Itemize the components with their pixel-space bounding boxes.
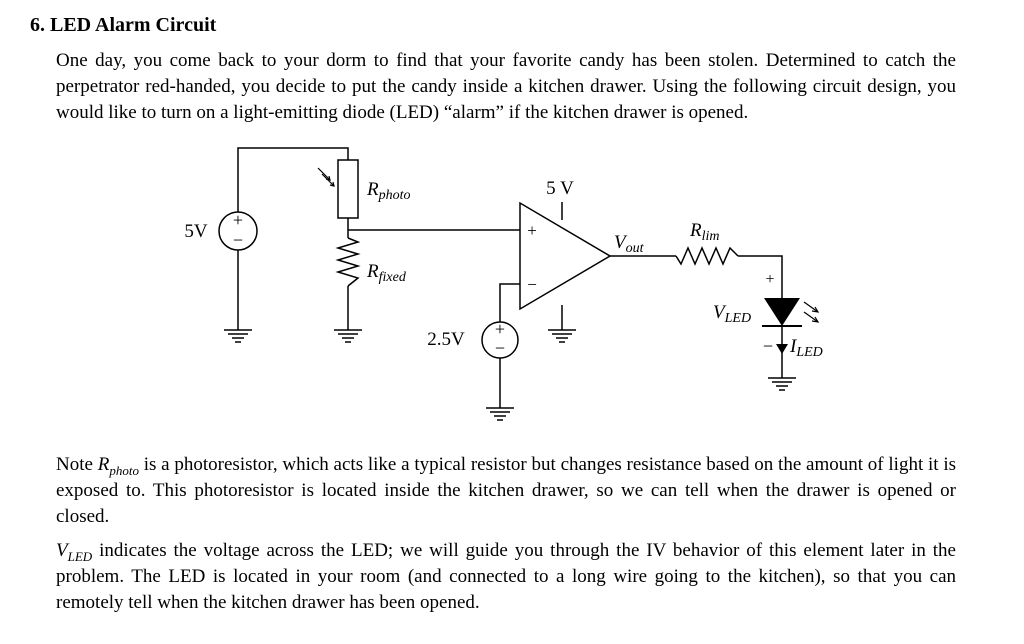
svg-text:+: + — [495, 319, 505, 339]
wire-rlim-led — [738, 255, 783, 298]
svg-text:−: − — [233, 230, 243, 250]
vled-minus: − — [763, 336, 773, 356]
fixed-resistor — [335, 237, 361, 287]
source-ref-label: 2.5V — [427, 329, 465, 350]
source-left-label: 5V — [184, 221, 208, 242]
op-amp: + − — [519, 201, 612, 311]
ground-symbols — [224, 329, 796, 421]
rlim-label: Rlim — [689, 220, 720, 244]
ground-icon — [486, 407, 514, 421]
svg-text:+: + — [233, 210, 243, 230]
vled-label: VLED — [713, 302, 751, 326]
voltage-source-5v: + − — [218, 210, 258, 251]
light-arrows-icon — [317, 167, 335, 187]
photoresistor — [317, 159, 359, 219]
svg-text:+: + — [527, 221, 537, 240]
led-diode — [762, 298, 820, 354]
circuit-wires — [237, 147, 783, 408]
problem-heading: 6. LED Alarm Circuit — [30, 14, 216, 37]
opamp-supply-label: 5 V — [546, 178, 574, 199]
ground-icon — [768, 377, 796, 391]
voltage-source-2-5v: + − — [481, 319, 519, 359]
limiting-resistor — [675, 246, 739, 266]
led-alarm-circuit-diagram: + − 5V Rphoto Rfixed + − 5 V + − 2.5V Vo… — [184, 147, 823, 421]
ground-icon — [548, 329, 576, 343]
wire-source-top — [237, 147, 349, 212]
note-vled: VLED indicates the voltage across the LE… — [56, 540, 956, 613]
intro-paragraph: One day, you come back to your dorm to f… — [56, 50, 956, 123]
problem-number: 6. — [30, 14, 45, 36]
svg-text:−: − — [495, 338, 505, 358]
svg-text:−: − — [527, 275, 537, 294]
wire-to-inverting — [499, 283, 520, 322]
ground-icon — [224, 329, 252, 343]
vled-plus: + — [765, 271, 774, 288]
problem-title: LED Alarm Circuit — [50, 14, 217, 36]
iled-label: ILED — [789, 336, 823, 360]
rfixed-label: Rfixed — [366, 261, 407, 285]
note-photoresistor: Note Rphoto is a photoresistor, which ac… — [56, 454, 957, 527]
current-arrow-icon — [776, 344, 788, 354]
ground-icon — [334, 329, 362, 343]
emission-arrows-icon — [803, 301, 820, 323]
vout-label: Vout — [614, 232, 645, 256]
rphoto-label: Rphoto — [366, 179, 411, 203]
